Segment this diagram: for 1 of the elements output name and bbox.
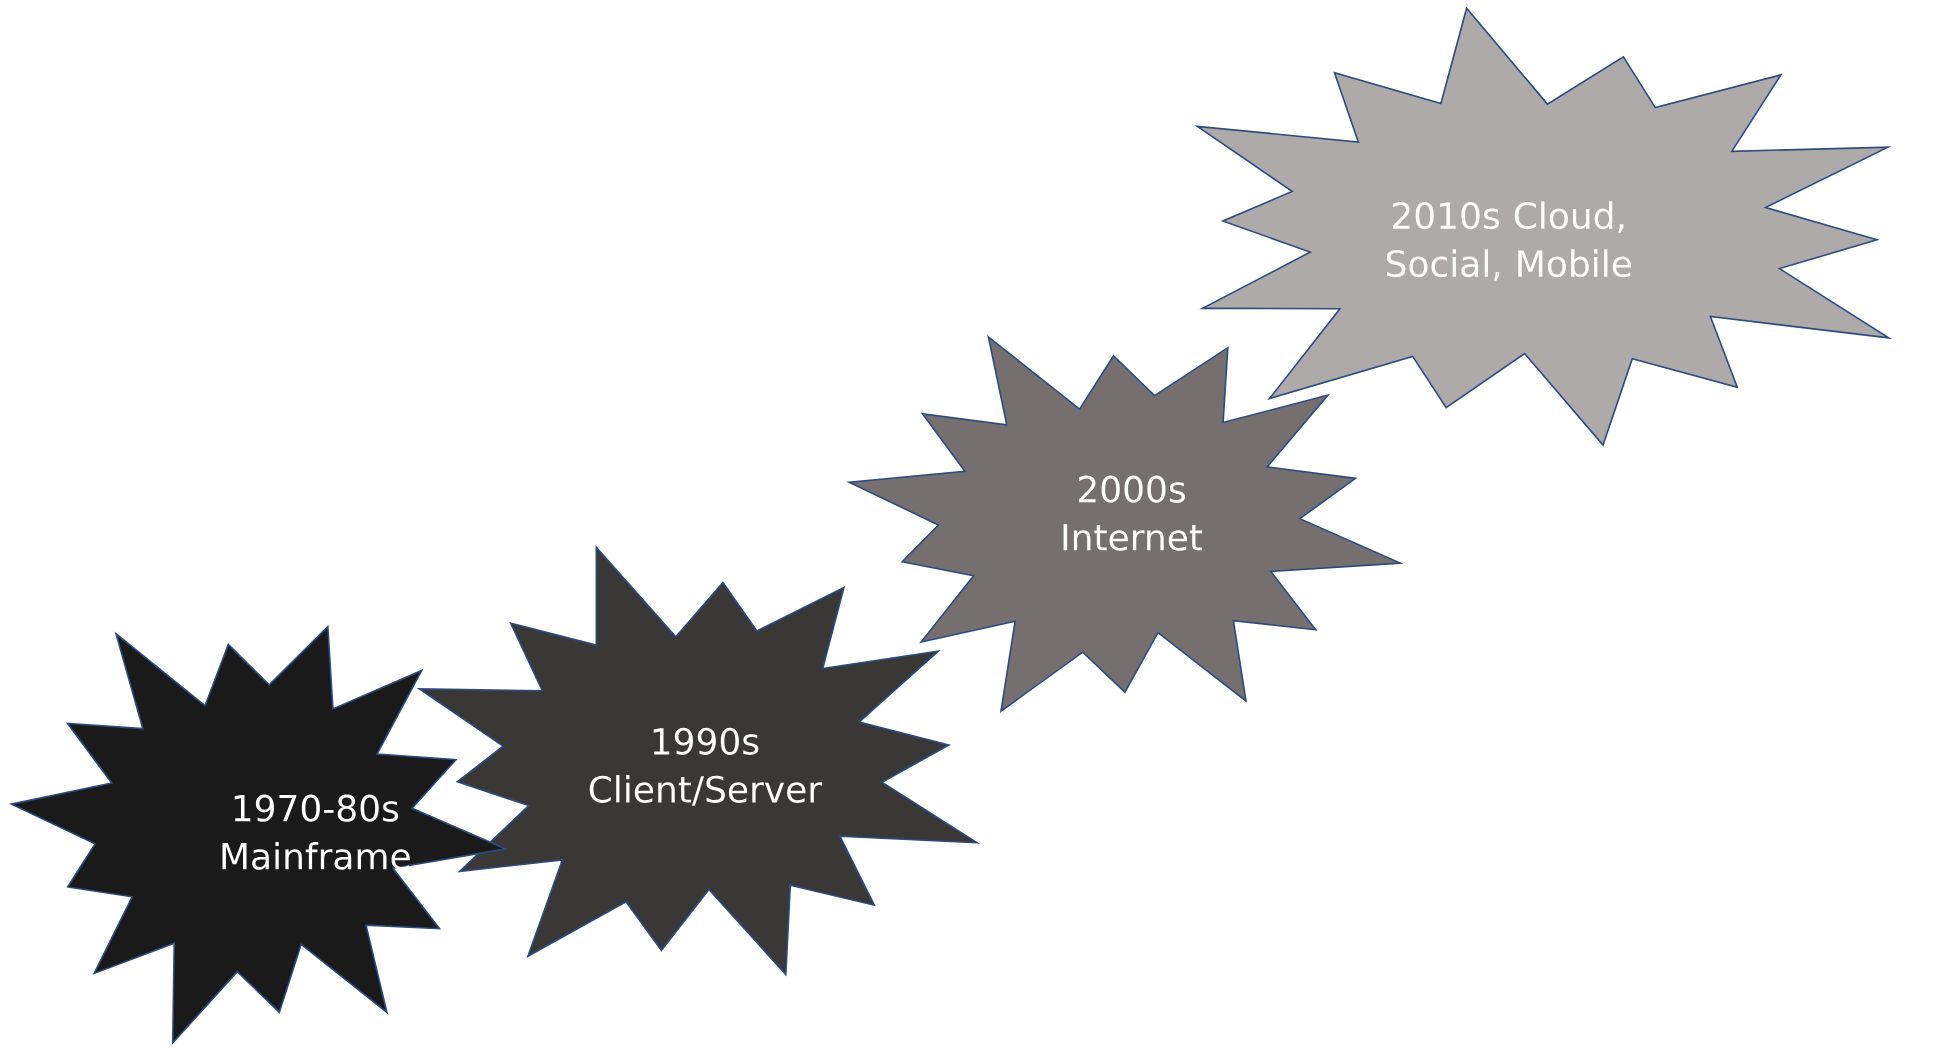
starburst: 2010s Cloud, Social, Mobile bbox=[1194, 6, 1892, 447]
